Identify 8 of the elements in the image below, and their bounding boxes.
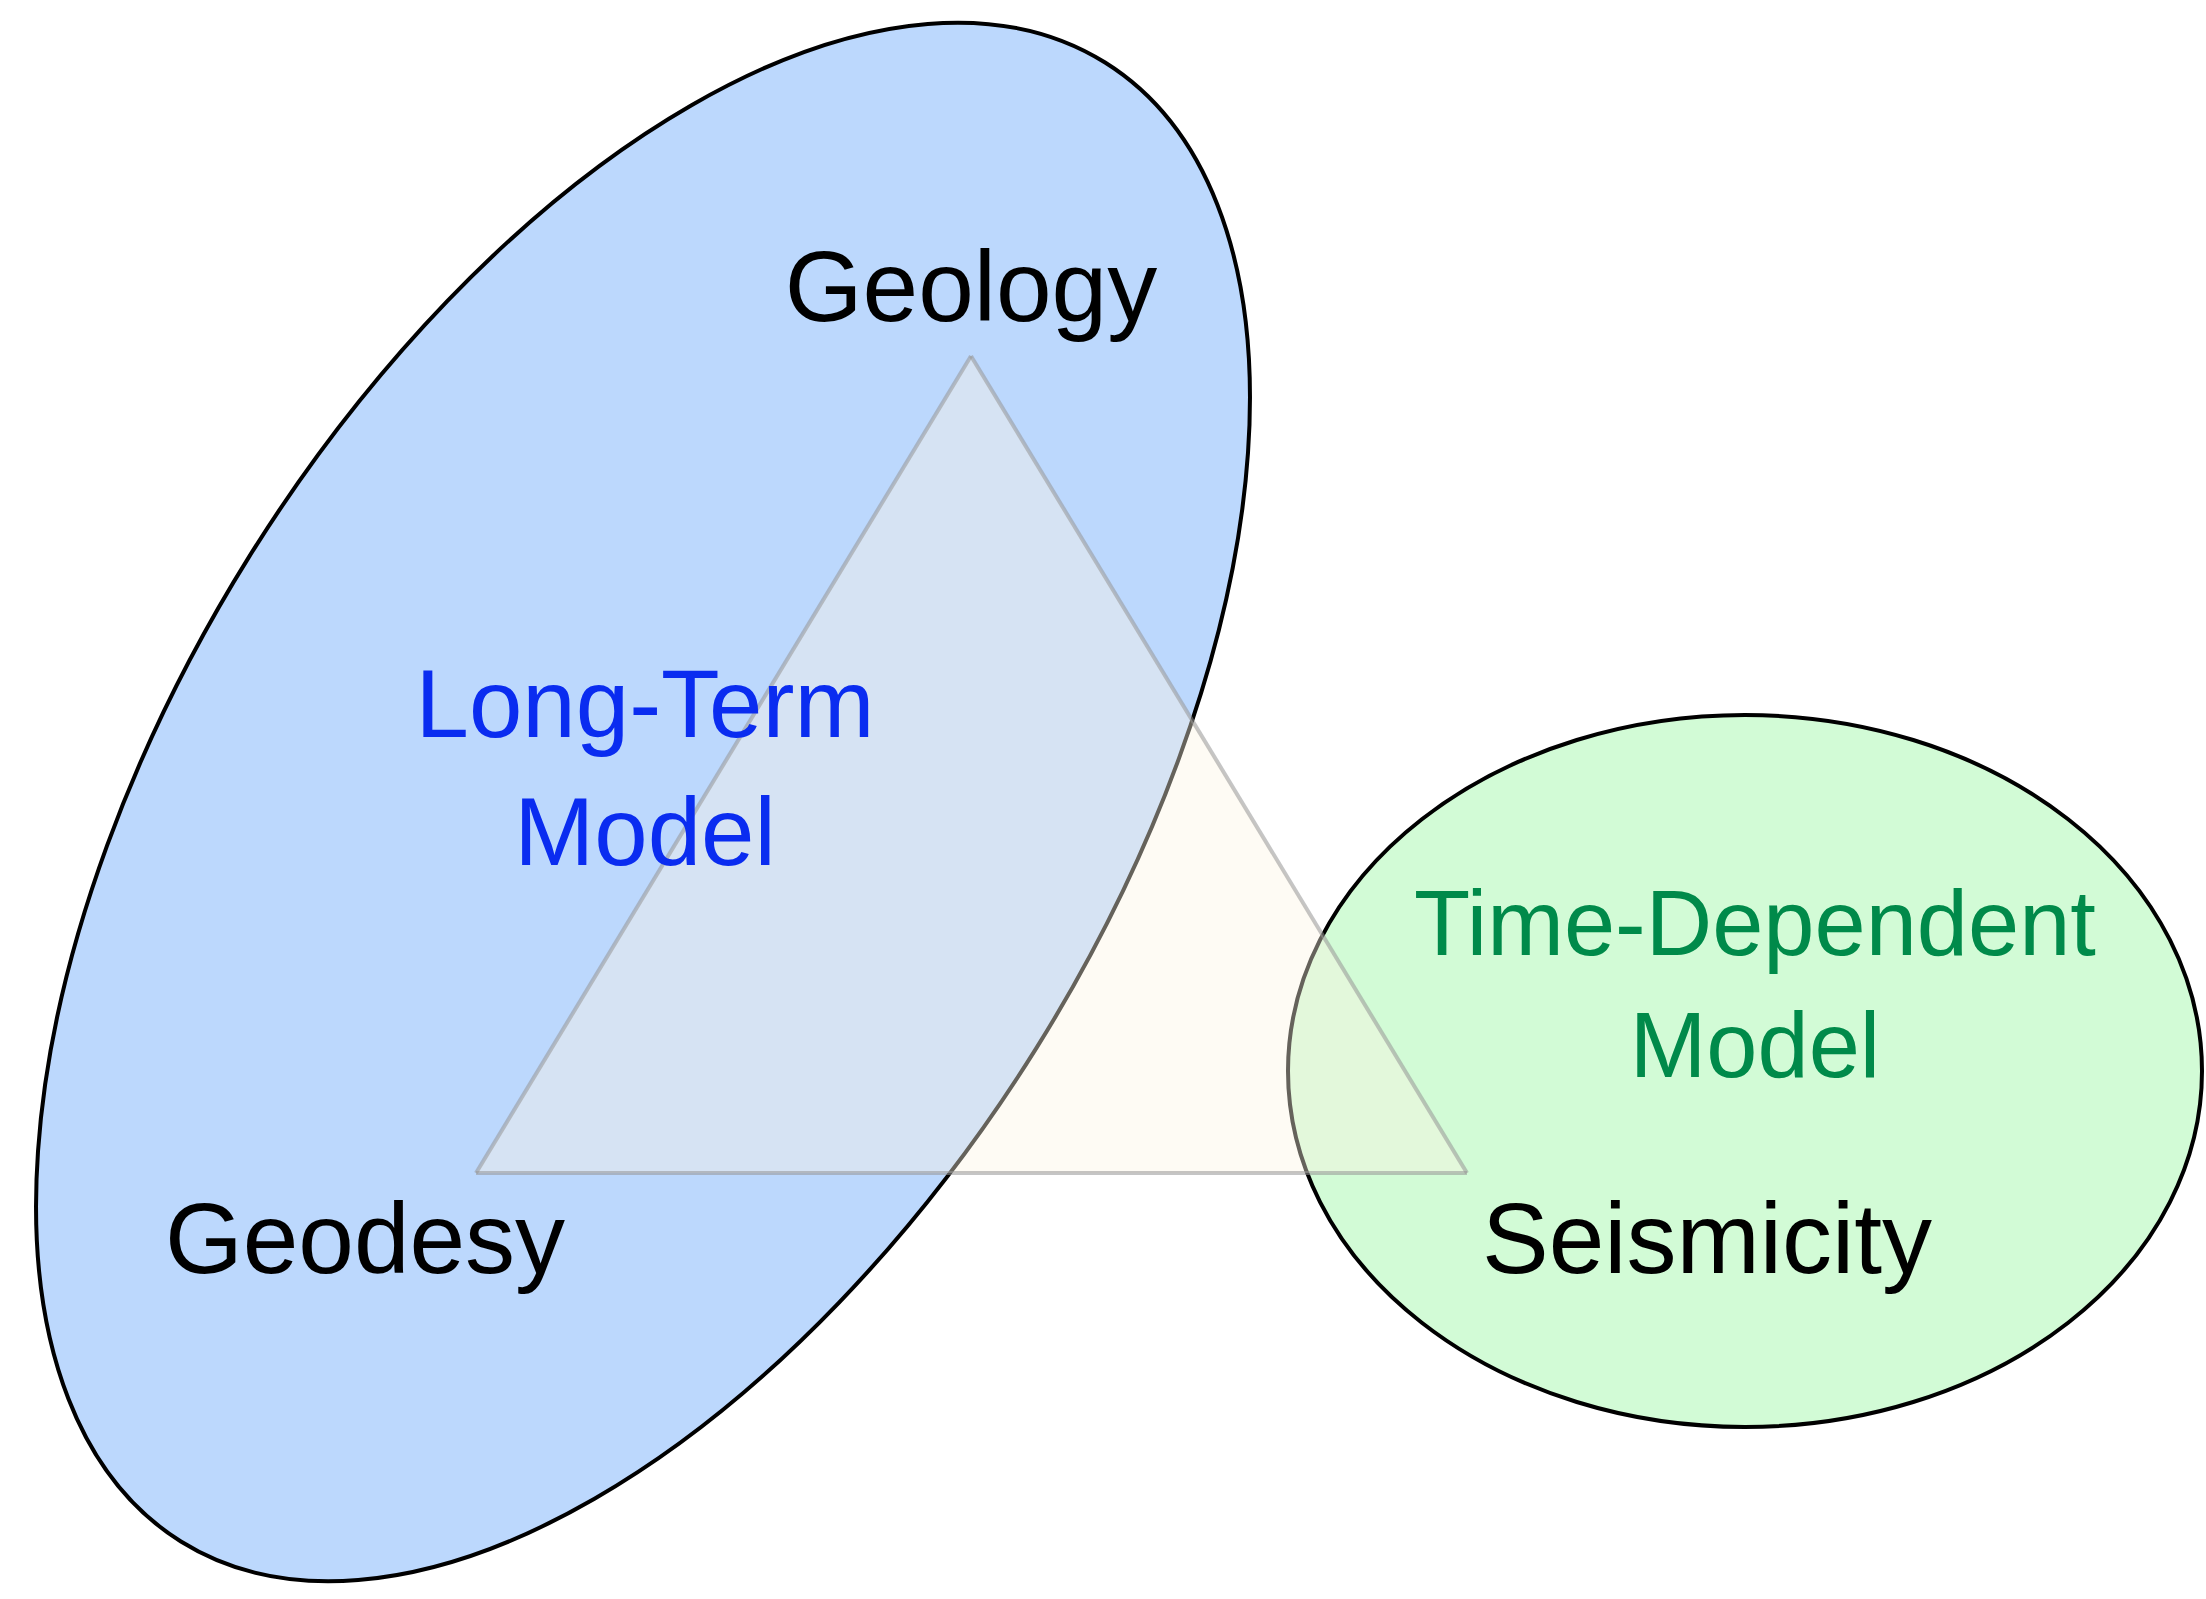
- discipline-label: Geology: [783, 229, 1159, 344]
- triangle-side: [474, 354, 973, 1175]
- model-label: Long-Term Model: [414, 649, 876, 887]
- discipline-label: Seismicity: [1480, 1181, 1934, 1296]
- triangle-side: [969, 354, 1469, 1175]
- discipline-label: Geodesy: [163, 1181, 567, 1296]
- triangle-side: [476, 1171, 1467, 1175]
- model-label: Time-Dependent Model: [1413, 871, 2097, 1099]
